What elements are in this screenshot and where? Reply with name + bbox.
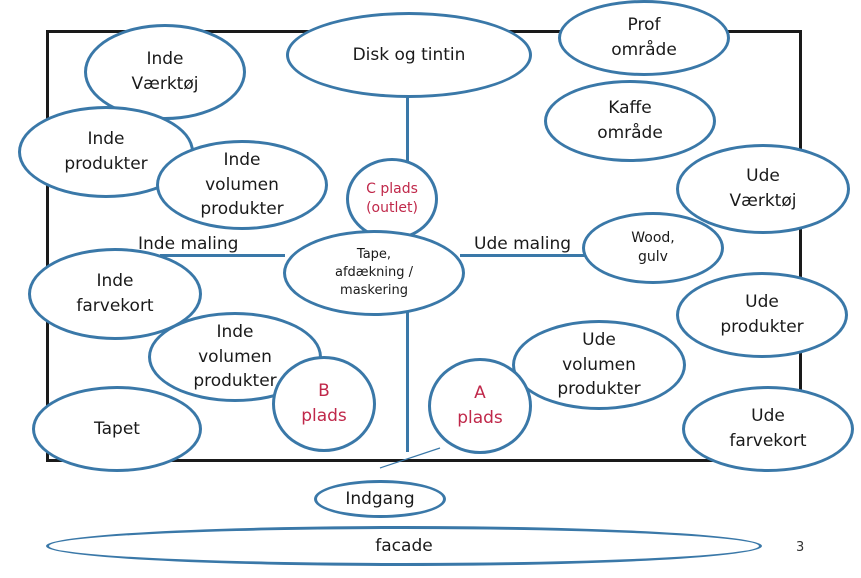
zone-ude-vaerktoej: Ude Værktøj [676, 144, 850, 234]
zone-wood-gulv: Wood, gulv [582, 212, 724, 284]
zone-inde-vaerktoej: Inde Værktøj [84, 24, 246, 120]
horizontal-aisle-right [460, 254, 585, 257]
zone-tapet: Tapet [32, 386, 202, 472]
label-inde-maling: Inde maling [136, 234, 241, 254]
zone-ude-produkter: Ude produkter [676, 272, 848, 358]
zone-b-plads: B plads [272, 356, 376, 452]
zone-c-plads-outlet: C plads (outlet) [346, 158, 438, 240]
zone-disk-og-tintin: Disk og tintin [286, 12, 532, 98]
zone-ude-volumen-produkter: Ude volumen produkter [512, 320, 686, 410]
page-number: 3 [796, 540, 805, 555]
zone-facade: facade [46, 526, 762, 566]
horizontal-aisle-left [160, 254, 285, 257]
zone-kaffe-omraade: Kaffe område [544, 80, 716, 162]
zone-inde-produkter: Inde produkter [18, 106, 194, 198]
zone-inde-volumen-produkter-top: Inde volumen produkter [156, 140, 328, 230]
zone-ude-farvekort: Ude farvekort [682, 386, 854, 472]
zone-tape-afdaekning: Tape, afdækning / maskering [283, 230, 465, 316]
label-ude-maling: Ude maling [472, 234, 574, 254]
vertical-aisle-bottom [406, 312, 409, 452]
zone-a-plads: A plads [428, 358, 532, 454]
zone-prof-omraade: Prof område [558, 0, 730, 76]
zone-indgang: Indgang [314, 480, 446, 518]
